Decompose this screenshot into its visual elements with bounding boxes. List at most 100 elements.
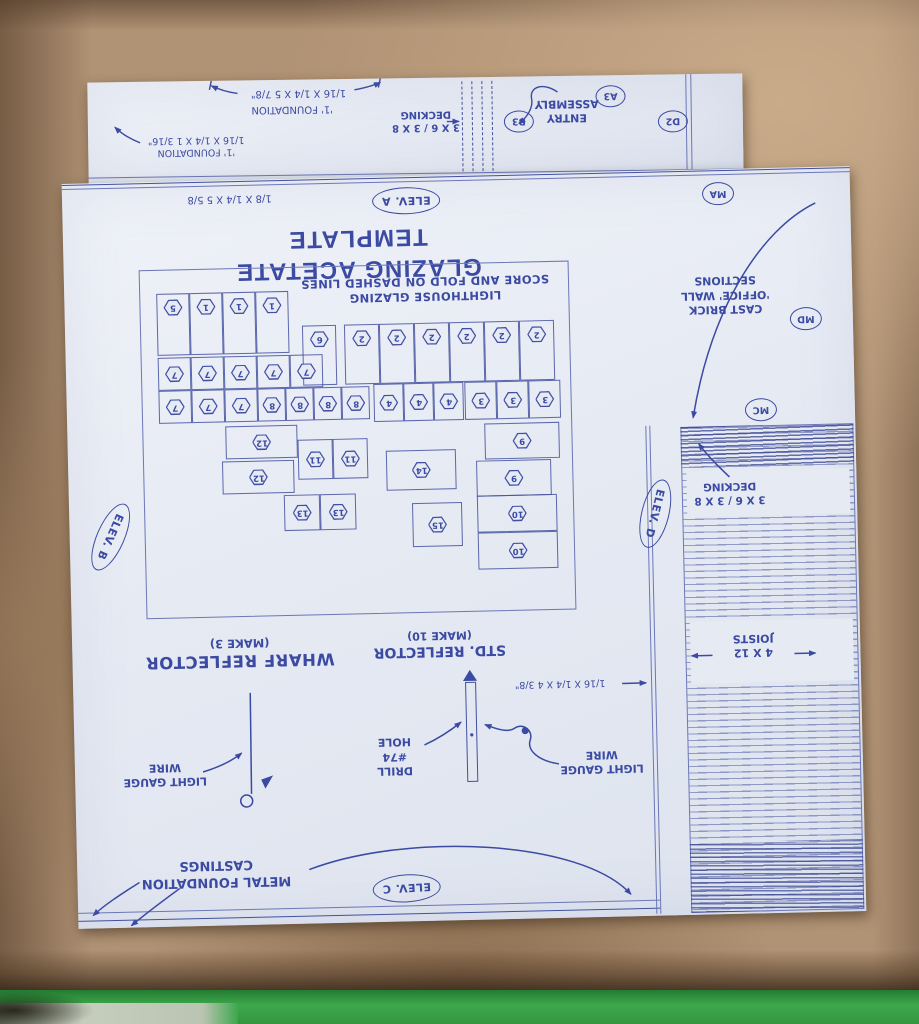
part-number-hexagon: 7 [232, 397, 251, 413]
part-number-hexagon: 9 [512, 432, 531, 448]
grid-cell: 2 [483, 320, 521, 382]
part-number-hexagon: 9 [504, 470, 523, 486]
part-number: 12 [252, 472, 265, 483]
part-number: 7 [205, 401, 212, 412]
part-number: 8 [324, 398, 331, 409]
cast-brick-label: CAST BRICK 'OFFICE' WALL SECTIONS [680, 273, 770, 317]
strip-decking-label: 3 X 6 / 3 X 8 DECKING [391, 108, 460, 134]
badge-b3: B3 [503, 110, 535, 133]
part-number: 1 [202, 301, 210, 312]
part-number-hexagon: 7 [297, 363, 316, 379]
grid-cell: 10 [476, 493, 558, 533]
part-number: 4 [445, 396, 452, 407]
grid-cell: 13 [319, 493, 357, 531]
light-gauge-wire-right-label: LIGHT GAUGE WIRE [560, 747, 644, 777]
fold-line [491, 80, 494, 171]
grid-cell: 7 [157, 357, 192, 391]
part-number-hexagon: 7 [231, 364, 250, 380]
grid-cell: 2 [378, 323, 416, 384]
grid-cell: 4 [373, 383, 405, 423]
part-number-hexagon: 1 [229, 298, 248, 314]
grid-cell: 1 [255, 290, 290, 354]
wharf-reflector-label: WHARF REFLECTOR (MAKE 3) [145, 635, 335, 673]
part-number: 1 [268, 300, 276, 311]
part-number-hexagon: 7 [198, 365, 217, 381]
foundation-label-top: '1' FOUNDATION [251, 103, 333, 116]
part-number-hexagon: 12 [249, 469, 268, 485]
grid-cell: 11 [297, 438, 334, 480]
part-number-hexagon: 14 [412, 462, 431, 478]
grid-cell: 4 [403, 382, 435, 422]
fold-line [481, 81, 484, 172]
foundation-label-left: '1' FOUNDATION 1/16 X 1/4 X 1 3/16" [147, 133, 245, 159]
part-number-hexagon: 2 [352, 330, 371, 346]
grid-cell: 8 [257, 388, 287, 422]
grid-cell: 7 [190, 356, 225, 391]
grid-cell: 14 [385, 449, 457, 491]
part-number: 10 [511, 508, 524, 519]
badge-a3: A3 [595, 85, 626, 108]
grid-cell: 7 [289, 354, 324, 388]
part-number-hexagon: 1 [262, 297, 281, 313]
part-number: 2 [533, 329, 540, 340]
part-number: 11 [309, 454, 322, 465]
decking-hatch-top-band [680, 423, 855, 468]
part-number: 3 [541, 394, 548, 405]
grid-cell: 10 [477, 530, 559, 570]
part-number-hexagon: 7 [199, 398, 218, 414]
fold-line [471, 81, 474, 172]
grid-cell: 9 [476, 459, 552, 497]
grid-cell: 8 [341, 386, 371, 420]
grid-cell: 5 [156, 293, 191, 356]
part-number: 14 [415, 464, 428, 476]
part-number: 2 [428, 331, 435, 342]
part-number: 7 [303, 365, 310, 377]
strip-dimension-label: 1/16 X 1/4 X 5 7/8" [250, 86, 347, 100]
grid-cell: 7 [158, 390, 193, 424]
grid-cell: 8 [313, 386, 343, 421]
grid-cell: 7 [256, 354, 291, 389]
std-reflector-label: STD. REFLECTOR (MAKE 10) [373, 628, 507, 661]
part-number: 2 [358, 333, 365, 344]
part-number: 10 [512, 545, 525, 556]
badge-d2: D2 [657, 110, 689, 133]
part-number: 7 [270, 366, 277, 377]
part-number-hexagon: 7 [165, 366, 184, 382]
grid-cell: 15 [411, 502, 463, 548]
reflector-strip-drawing [465, 681, 479, 782]
part-number-hexagon: 7 [264, 364, 283, 380]
grid-cell: 2 [343, 323, 381, 385]
joists-label: 4 X 12 JOISTS [732, 631, 774, 660]
grid-cell: 7 [224, 388, 259, 423]
part-number: 3 [509, 394, 516, 405]
grid-cell: 3 [528, 379, 562, 419]
part-number: 8 [268, 399, 275, 410]
grid-cell: 2 [448, 321, 486, 383]
grid-cell: 4 [433, 381, 465, 421]
part-number-hexagon: 8 [290, 396, 309, 412]
part-number-hexagon: 7 [166, 399, 185, 415]
part-number: 4 [415, 396, 422, 408]
grid-cell: 1 [189, 292, 224, 356]
grid-cell: 12 [225, 424, 298, 460]
light-gauge-wire-left-label: LIGHT GAUGE WIRE [123, 760, 208, 790]
grid-cell: 3 [496, 380, 530, 420]
part-number: 15 [431, 519, 444, 530]
part-number: 7 [171, 368, 178, 380]
grid-cell: 2 [518, 319, 556, 381]
part-number-hexagon: 2 [387, 329, 406, 345]
part-number-hexagon: 1 [196, 299, 215, 315]
grid-cell: 2 [413, 322, 451, 384]
part-number-hexagon: 8 [262, 397, 281, 413]
part-number-hexagon: 12 [252, 434, 271, 450]
part-number-hexagon: 3 [503, 392, 522, 408]
part-number-hexagon: 11 [341, 450, 360, 466]
part-number: 13 [296, 507, 309, 518]
grid-cell: 12 [221, 459, 295, 495]
grid-cell: 7 [223, 355, 258, 390]
part-number: 5 [169, 302, 177, 313]
reflector-strip-arrowhead [462, 669, 478, 682]
part-number: 7 [204, 368, 211, 379]
metal-foundation-label: METAL FOUNDATION CASTINGS [141, 856, 292, 892]
